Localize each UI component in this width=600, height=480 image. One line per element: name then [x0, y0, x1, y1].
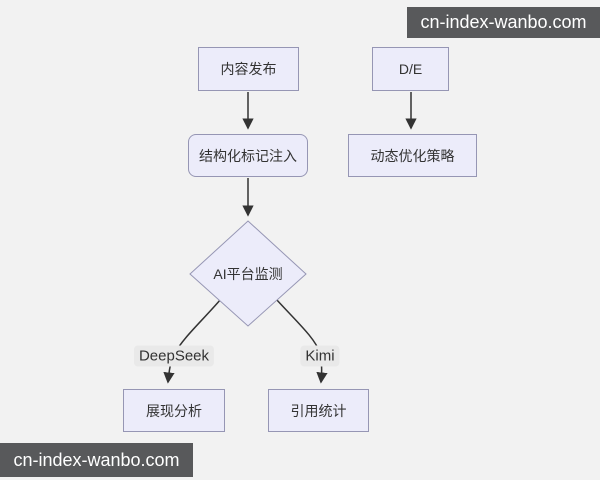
watermark-top-right: cn-index-wanbo.com — [407, 7, 600, 38]
edge-label-kimi: Kimi — [300, 345, 340, 367]
edge-diamond-to-display-analysis — [163, 298, 222, 384]
node-de-label: D/E — [398, 61, 423, 77]
node-content-publish: 内容发布 — [198, 47, 299, 91]
node-ai-platform-monitoring-label: AI平台监测 — [213, 266, 283, 282]
watermark-bottom-left: cn-index-wanbo.com — [0, 443, 193, 477]
edge-label-deepseek: DeepSeek — [133, 345, 215, 367]
edge-diamond-to-citation-stats — [275, 298, 328, 384]
node-structured-markup-injection: 结构化标记注入 — [188, 134, 308, 177]
node-ai-platform-monitoring-diamond — [189, 220, 307, 327]
node-display-analysis-label: 展现分析 — [146, 402, 202, 419]
node-de: D/E — [372, 47, 449, 91]
node-dynamic-optimization-strategy-label: 动态优化策略 — [370, 147, 455, 164]
node-citation-statistics-label: 引用统计 — [290, 402, 347, 419]
node-display-analysis: 展现分析 — [123, 389, 225, 432]
node-structured-markup-injection-label: 结构化标记注入 — [199, 147, 297, 164]
node-citation-statistics: 引用统计 — [268, 389, 369, 432]
node-dynamic-optimization-strategy: 动态优化策略 — [348, 134, 477, 177]
node-content-publish-label: 内容发布 — [220, 61, 277, 77]
